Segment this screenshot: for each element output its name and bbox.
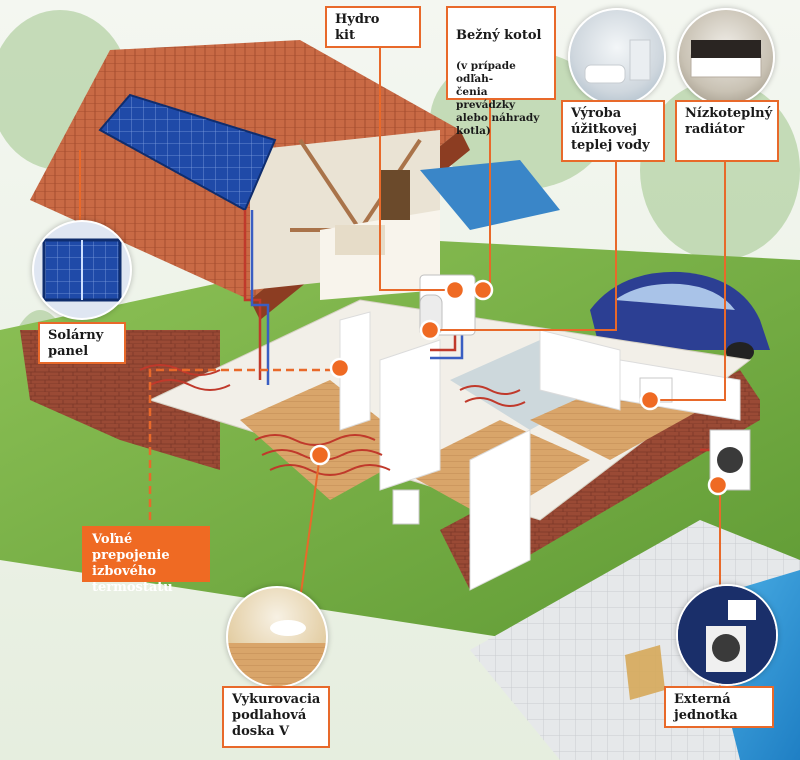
- label-vykurovacia-doska: Vykurovacia podlahová doska V: [222, 686, 330, 748]
- marker-podlahove-kurenie: [309, 444, 331, 466]
- label-bezny-kotol: Bežný kotol (v prípade odľah- čenia prev…: [446, 6, 556, 137]
- label-hydro-kit: Hydro kit: [325, 6, 421, 48]
- marker-bezny-kotol: [472, 279, 494, 301]
- label-externa-jednotka: Externá jednotka: [664, 686, 774, 728]
- marker-radiator: [639, 389, 661, 411]
- label-solarny-panel: Solárny panel: [38, 322, 126, 364]
- label-vyroba-tuv: Výroba úžitkovej teplej vody: [561, 100, 665, 162]
- label-bezny-kotol-title: Bežný kotol: [456, 28, 542, 43]
- floor-heating-photo: [226, 586, 328, 688]
- external-unit-photo: [676, 584, 778, 686]
- marker-hydro-kit: [444, 279, 466, 301]
- solar-panel-photo: [32, 220, 132, 320]
- marker-externa-jednotka: [707, 474, 729, 496]
- label-volne-prepojenie-termostatu: Voľné prepojenie izbového termostatu: [82, 526, 210, 595]
- bedroom-photo: [677, 8, 775, 106]
- label-bezny-kotol-note: (v prípade odľah- čenia prevádzky alebo …: [456, 60, 540, 137]
- marker-vyroba-tuv: [419, 319, 441, 341]
- label-nizkoteplny-radiator: Nízkoteplný radiátor: [675, 100, 779, 162]
- marker-termostat: [329, 357, 351, 379]
- bathroom-photo: [568, 8, 666, 106]
